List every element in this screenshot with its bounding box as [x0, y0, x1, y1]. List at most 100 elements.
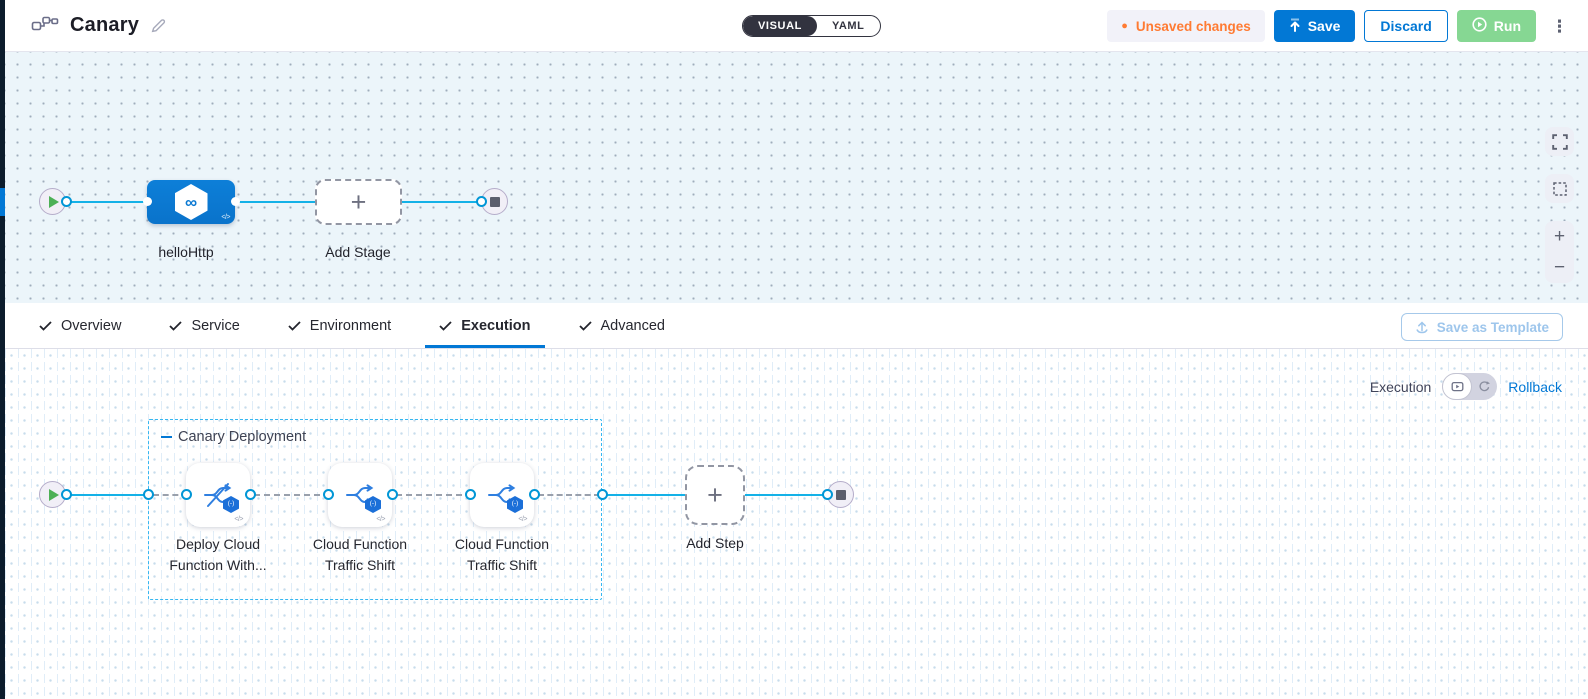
zoom-panel: + − [1545, 221, 1574, 283]
group-out-connector[interactable] [597, 489, 608, 500]
plus-icon: + [350, 186, 367, 217]
end-stop-icon [835, 489, 846, 500]
check-icon [439, 320, 452, 331]
left-nav-strip [0, 0, 5, 699]
cloud-function-badge-icon: (-) [365, 496, 381, 513]
canvas-controls: + − [1545, 127, 1574, 283]
tab-environment[interactable]: Environment [274, 303, 405, 348]
step-connector[interactable] [323, 489, 334, 500]
visual-yaml-toggle: VISUAL YAML [742, 15, 881, 37]
step-label: Cloud Function Traffic Shift [312, 536, 408, 573]
tab-advanced[interactable]: Advanced [565, 303, 680, 348]
unsaved-changes-label: Unsaved changes [1135, 18, 1251, 34]
stage-canvas[interactable]: ∞ </> helloHttp + Add Stage [5, 52, 1588, 303]
exec-dashed-line [396, 494, 472, 496]
zoom-in-button[interactable]: + [1553, 226, 1566, 247]
execution-canvas[interactable]: Execution Rollback [5, 349, 1588, 699]
run-play-icon [1472, 17, 1487, 35]
zoom-out-button[interactable]: − [1553, 257, 1566, 278]
stage-card-hellohttp[interactable]: ∞ </> [147, 180, 235, 224]
exec-dashed-line [254, 494, 330, 496]
save-button[interactable]: Save [1273, 10, 1356, 42]
start-connector[interactable] [61, 196, 72, 207]
run-button[interactable]: Run [1456, 10, 1536, 42]
step-code-icon: </> [376, 516, 385, 523]
collapse-dash-icon[interactable] [161, 436, 172, 438]
check-icon [39, 320, 52, 331]
deploy-no-traffic-icon [204, 483, 232, 507]
check-icon [169, 320, 183, 331]
rollback-link[interactable]: Rollback [1508, 378, 1562, 395]
start-play-icon [49, 488, 59, 501]
add-stage-button[interactable]: + [315, 179, 402, 225]
add-stage-label: Add Stage [325, 244, 391, 260]
end-stop-icon [489, 196, 500, 207]
check-icon [578, 320, 592, 331]
tab-service[interactable]: Service [155, 303, 253, 348]
step-label: Deploy Cloud Function With... [169, 536, 267, 573]
step-label: Cloud Function Traffic Shift [454, 536, 550, 573]
cloud-function-badge-icon: (-) [507, 496, 523, 513]
step-connector[interactable] [387, 489, 398, 500]
tab-overview[interactable]: Overview [25, 303, 135, 348]
page-title: Canary [70, 14, 140, 36]
step-code-icon: </> [518, 516, 527, 523]
execution-mode-label: Execution [1369, 378, 1432, 395]
step-connector[interactable] [245, 489, 256, 500]
exec-dashed-line [153, 494, 188, 496]
group-in-connector[interactable] [143, 489, 154, 500]
discard-button[interactable]: Discard [1364, 10, 1448, 42]
stage-in-connector[interactable] [143, 197, 152, 206]
end-connector[interactable] [476, 196, 487, 207]
execution-rollback-toggle[interactable] [1442, 373, 1498, 400]
toggle-yaml[interactable]: YAML [831, 20, 865, 32]
edit-pencil-icon[interactable] [150, 17, 167, 34]
group-title-label: Canary Deployment [178, 429, 307, 445]
add-step-button[interactable]: + [685, 465, 745, 525]
fullscreen-button[interactable] [1545, 127, 1574, 156]
unsaved-changes-badge: ● Unsaved changes [1107, 10, 1265, 42]
step-code-icon: </> [234, 516, 243, 523]
group-title: Canary Deployment [161, 429, 306, 445]
exec-dashed-line [538, 494, 600, 496]
end-connector[interactable] [822, 489, 833, 500]
pipeline-icon [31, 16, 59, 36]
exec-flow-line [65, 494, 151, 496]
unsaved-dot-icon: ● [1121, 19, 1128, 32]
step-card-deploy-cloud-function[interactable]: (-) </> [186, 463, 250, 527]
step-connector[interactable] [181, 489, 192, 500]
tab-environment-label: Environment [309, 317, 392, 334]
fit-to-screen-button[interactable] [1545, 174, 1574, 203]
stage-name-label: helloHttp [158, 244, 214, 260]
discard-button-label: Discard [1380, 18, 1432, 34]
add-step-label: Add Step [686, 535, 744, 551]
stage-out-connector[interactable] [231, 197, 240, 206]
save-upload-icon [1289, 18, 1301, 35]
template-upload-icon [1416, 321, 1428, 334]
stage-flow-line [65, 201, 483, 203]
cloud-function-badge-icon: (-) [223, 496, 239, 513]
start-play-icon [49, 195, 59, 208]
rollback-mode-icon[interactable] [1472, 373, 1497, 400]
save-as-template-button[interactable]: Save as Template [1400, 313, 1563, 341]
serverless-infinity-icon: ∞ [184, 192, 198, 212]
tab-execution[interactable]: Execution [425, 303, 545, 348]
step-connector[interactable] [529, 489, 540, 500]
tab-service-label: Service [191, 317, 240, 334]
toggle-visual[interactable]: VISUAL [743, 16, 817, 36]
left-nav-active-marker [0, 188, 5, 216]
save-button-label: Save [1307, 18, 1341, 34]
check-icon [288, 320, 301, 331]
execution-rollback-switch-row: Execution Rollback [1370, 373, 1562, 400]
step-card-traffic-shift-1[interactable]: (-) </> [328, 463, 392, 527]
save-as-template-label: Save as Template [1436, 319, 1549, 335]
execution-mode-icon[interactable] [1442, 373, 1473, 400]
start-connector[interactable] [61, 489, 72, 500]
header-bar: Canary VISUAL YAML ● Unsaved changes [5, 0, 1588, 52]
more-options-kebab-icon[interactable]: ⋮ [1551, 16, 1568, 36]
step-card-traffic-shift-2[interactable]: (-) </> [470, 463, 534, 527]
tab-advanced-label: Advanced [600, 317, 666, 334]
step-connector[interactable] [465, 489, 476, 500]
canary-deployment-group[interactable]: Canary Deployment [148, 419, 602, 600]
